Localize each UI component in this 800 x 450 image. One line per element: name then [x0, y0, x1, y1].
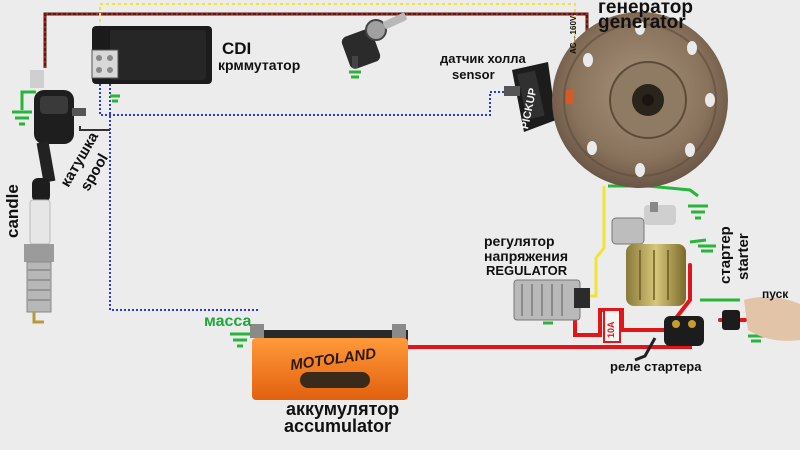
generator-label-en: generator	[598, 12, 686, 33]
hall-sensor	[504, 62, 556, 132]
hall-sensor-label-ru: датчик холла	[440, 51, 526, 66]
wire-yellow-dotted-top	[99, 3, 576, 56]
accumulator-label-en: accumulator	[284, 416, 392, 436]
regulator-label-en: REGULATOR	[486, 263, 568, 278]
mass-label-ru: масса	[204, 313, 252, 330]
start-button	[722, 296, 800, 341]
relay-label-ru: реле стартера	[610, 359, 702, 374]
ignition-coil	[30, 70, 86, 183]
sensor-label-en: sensor	[452, 67, 495, 82]
wire-yellow	[588, 186, 606, 298]
ground-symbol	[230, 332, 250, 348]
battery	[250, 324, 408, 400]
fuse-label: 10A	[606, 321, 616, 338]
ignition-switch	[341, 12, 407, 69]
ground-symbol	[688, 204, 708, 220]
starter-relay	[664, 316, 704, 346]
ground-symbol	[110, 94, 120, 103]
ac-voltage-label: AC→160V	[569, 15, 578, 54]
starter-label-en: starter	[735, 233, 752, 280]
regulator-label-ru2: напряжения	[484, 248, 568, 264]
wire-sensor-blue-dotted	[79, 80, 520, 311]
commutator-label-ru: крммутатор	[218, 57, 301, 73]
ground-symbol	[12, 110, 32, 126]
ground-symbol	[349, 70, 361, 79]
ground-symbol	[748, 334, 764, 343]
starter-label-ru: стартер	[717, 226, 734, 284]
generator	[552, 12, 728, 188]
voltage-regulator	[513, 279, 590, 321]
cdi-module	[91, 26, 212, 84]
start-label-ru: пуск	[762, 287, 789, 301]
ground-symbol	[698, 244, 716, 253]
generator-label-ru: генератор	[598, 0, 693, 18]
fuse	[603, 309, 621, 343]
cdi-label: CDI	[222, 39, 252, 58]
candle-label-en: candle	[3, 184, 22, 238]
accumulator-label-ru: аккумулятор	[286, 399, 400, 419]
spark-plug	[24, 178, 54, 324]
starter-motor	[611, 202, 686, 306]
regulator-label-ru1: регулятор	[484, 233, 555, 249]
wire-black-starter	[634, 337, 657, 362]
